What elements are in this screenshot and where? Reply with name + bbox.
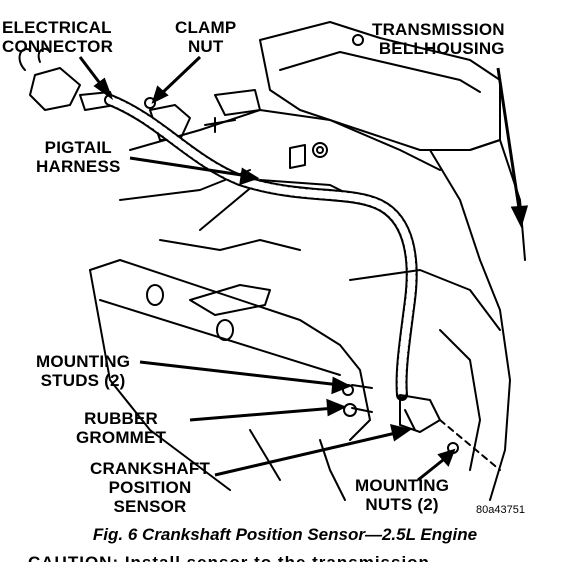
label-pigtail-harness: PIGTAIL HARNESS <box>36 138 121 176</box>
oil-pan <box>89 259 371 441</box>
figure-caption: Fig. 6 Crankshaft Position Sensor—2.5L E… <box>92 525 478 544</box>
label-rubber-grommet: RUBBER GROMMET <box>76 409 167 447</box>
label-transmission-bellhousing: TRANSMISSION BELLHOUSING <box>372 20 505 58</box>
label-clamp-nut: CLAMP NUT <box>175 18 237 56</box>
cut-off-text: CAUTION: Install sensor to the transmiss… <box>28 553 430 562</box>
clamp-nut-icon <box>144 97 156 109</box>
crankshaft-sensor <box>399 394 441 433</box>
label-mounting-studs: MOUNTING STUDS (2) <box>36 352 131 390</box>
engine-block <box>129 109 441 171</box>
label-electrical-connector: ELECTRICAL CONNECTOR <box>2 18 114 56</box>
label-mounting-nuts: MOUNTING NUTS (2) <box>355 476 450 514</box>
label-crankshaft-position-sensor: CRANKSHAFT POSITION SENSOR <box>90 459 211 516</box>
figure-code: 80a43751 <box>476 504 525 516</box>
bolt-icon <box>352 34 364 46</box>
electrical-connector-body <box>29 67 81 111</box>
